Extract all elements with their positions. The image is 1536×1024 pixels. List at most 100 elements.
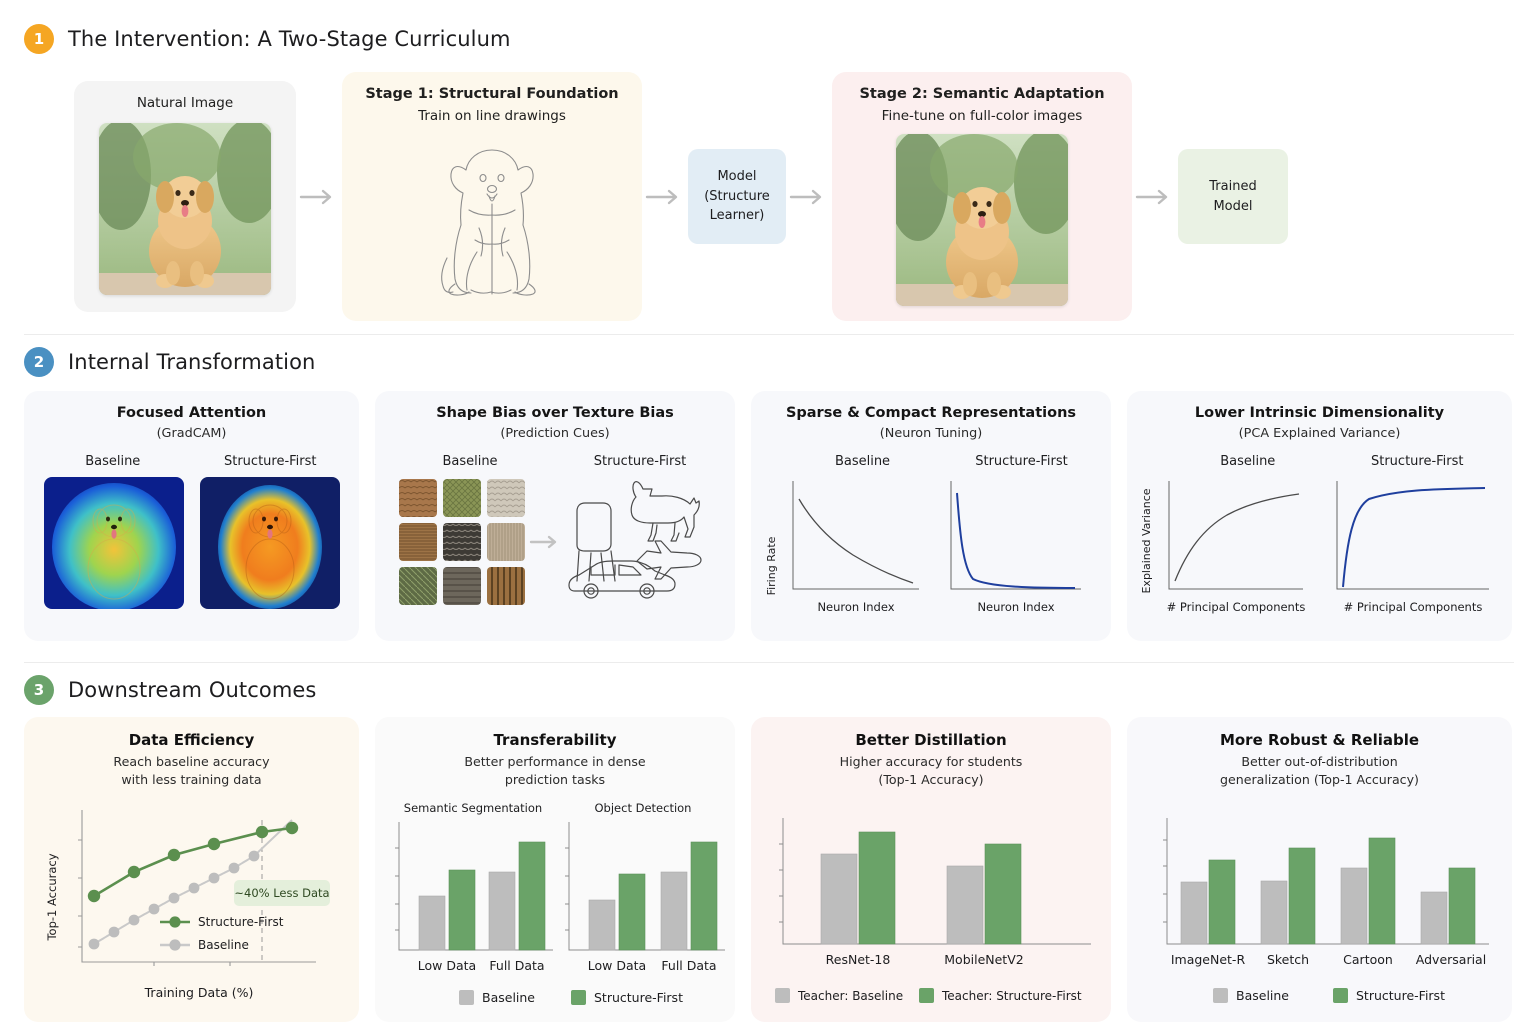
robust-cat-1: Sketch <box>1267 952 1309 967</box>
panel-d-ylabel: Explained Variance <box>1140 488 1153 593</box>
panel-d-right-label: Structure-First <box>1370 454 1464 469</box>
de-annotation-label: ~40% Less Data <box>234 886 329 900</box>
panel-transferability: Transferability Better performance in de… <box>375 717 735 1022</box>
tr-left-bars <box>418 841 546 950</box>
panel-d-xlabel-right: # Principal Components <box>1344 600 1483 614</box>
de-legend-label-0: Structure-First <box>198 915 284 929</box>
data-efficiency-title: Data Efficiency <box>128 731 255 749</box>
baseline-neuron-curve <box>798 498 914 584</box>
panel-c-right-label: Structure-First <box>975 454 1068 469</box>
robust-legend-1: Structure-First <box>1356 988 1445 1003</box>
natural-image-card: Natural Image <box>74 81 296 312</box>
robust-chart: ImageNet-R Sketch Cartoon Adversarial Ba… <box>1163 817 1489 1003</box>
outline-shapes <box>568 481 702 599</box>
tr-legend-1: Structure-First <box>594 990 683 1005</box>
panel-data-efficiency: Data Efficiency Reach baseline accuracy … <box>24 717 359 1022</box>
panel-d-xlabel-left: # Principal Components <box>1167 600 1306 614</box>
gradcam-images <box>34 477 349 609</box>
panel-more-robust: More Robust & Reliable Better out-of-dis… <box>1127 717 1512 1022</box>
tr-right-bars <box>588 841 718 950</box>
section-downstream-outcomes: 3 Downstream Outcomes Data Efficiency Re… <box>24 662 1514 1022</box>
stage-2-dog-photo <box>896 134 1068 306</box>
section-3-badge: 3 <box>24 675 54 705</box>
panel-a-labels: Baseline Structure-First <box>34 454 349 469</box>
section-1-title: The Intervention: A Two-Stage Curriculum <box>68 27 511 51</box>
section-intervention: 1 The Intervention: A Two-Stage Curricul… <box>24 24 1514 321</box>
trained-label-2: Model <box>1213 198 1253 214</box>
tr-sub-label-1: Object Detection <box>595 801 692 815</box>
texture-grid <box>399 479 525 605</box>
outcomes-row: Data Efficiency Reach baseline accuracy … <box>24 717 1514 1022</box>
trained-model-box: Trained Model <box>1178 149 1288 244</box>
arrow-1-icon <box>296 189 342 205</box>
dist-cat-1: MobileNetV2 <box>944 952 1023 967</box>
arrow-2-icon <box>642 189 688 205</box>
de-legend: Structure-First Baseline <box>160 915 284 952</box>
internal-panels-row: Focused Attention (GradCAM) Baseline Str… <box>24 391 1514 641</box>
robust-legend-0: Baseline <box>1236 988 1289 1003</box>
panel-intrinsic-dimensionality: Lower Intrinsic Dimensionality (PCA Expl… <box>1127 391 1512 641</box>
stage-2-card: Stage 2: Semantic Adaptation Fine-tune o… <box>832 72 1132 321</box>
section-2-badge: 2 <box>24 347 54 377</box>
stage-1-title: Stage 1: Structural Foundation <box>365 86 619 102</box>
robust-bars <box>1180 837 1476 944</box>
structurefirst-pca-curve <box>1342 487 1486 588</box>
tr-cat-1: Full Data <box>489 958 544 973</box>
robust-title: More Robust & Reliable <box>1219 731 1420 749</box>
panel-c-xlabel-right: Neuron Index <box>977 600 1054 614</box>
shape-bias-arrow-icon <box>525 535 567 549</box>
dist-legend-0: Teacher: Baseline <box>797 989 903 1003</box>
robust-subtitle: Better out-of-distribution generalizatio… <box>1220 754 1419 788</box>
panel-a-left-label: Baseline <box>85 454 141 469</box>
stage-1-subtitle: Train on line drawings <box>418 108 566 124</box>
dist-cat-0: ResNet-18 <box>826 952 891 967</box>
tr-sub-label-0: Semantic Segmentation <box>404 801 542 815</box>
panel-b-title: Shape Bias over Texture Bias <box>436 405 674 421</box>
pipeline-row: Natural Image <box>24 72 1514 321</box>
arrow-3-icon <box>786 189 832 205</box>
trained-label-1: Trained <box>1209 179 1257 194</box>
robust-cat-2: Cartoon <box>1343 952 1393 967</box>
section-2-title: Internal Transformation <box>68 350 316 374</box>
dog-photo-svg <box>99 123 271 295</box>
panel-a-subtitle: (GradCAM) <box>156 426 227 441</box>
transferability-chart: Semantic Segmentation Object Detection <box>395 801 725 1005</box>
dog-outline-shape <box>630 481 700 542</box>
section-1-header: 1 The Intervention: A Two-Stage Curricul… <box>24 24 1514 54</box>
shape-bias-content <box>385 477 725 607</box>
dist-bars <box>820 831 1022 944</box>
model-label-2: (Structure <box>704 188 770 204</box>
data-efficiency-chart: Top-1 Accuracy <box>45 809 330 1000</box>
robust-cat-3: Adversarial <box>1416 952 1486 967</box>
panel-b-right-label: Structure-First <box>593 454 687 469</box>
panel-b-subtitle: (Prediction Cues) <box>500 426 610 441</box>
panel-d-subtitle: (PCA Explained Variance) <box>1238 426 1401 441</box>
model-label-1: Model <box>717 169 757 185</box>
airplane-outline-shape <box>636 540 702 580</box>
line-dog-svg <box>441 149 536 296</box>
dist-legend: Teacher: Baseline Teacher: Structure-Fir… <box>775 987 1082 1003</box>
panel-c-subtitle: (Neuron Tuning) <box>879 426 983 441</box>
panel-d-left-label: Baseline <box>1220 454 1276 469</box>
panel-c-ylabel: Firing Rate <box>765 536 778 595</box>
gradcam-baseline-image <box>43 477 184 609</box>
gradcam-structurefirst-image <box>199 477 340 609</box>
dist-legend-1: Teacher: Structure-First <box>941 989 1082 1003</box>
section-internal-transformation: 2 Internal Transformation Focused Attent… <box>24 334 1514 641</box>
neuron-tuning-charts: Firing Rate Neuron Index Neuron Index <box>765 481 1081 614</box>
tr-cat-2: Low Data <box>588 958 646 973</box>
de-structurefirst-markers <box>87 821 299 902</box>
natural-dog-photo <box>99 123 271 295</box>
panel-d-title: Lower Intrinsic Dimensionality <box>1194 405 1445 421</box>
de-ylabel: Top-1 Accuracy <box>45 853 59 941</box>
panel-c-title: Sparse & Compact Representations <box>785 405 1077 421</box>
panel-c-left-label: Baseline <box>834 454 891 469</box>
divider-1 <box>24 334 1514 335</box>
section-3-title: Downstream Outcomes <box>68 678 317 702</box>
stage-2-subtitle: Fine-tune on full-color images <box>881 108 1083 124</box>
stage-2-title: Stage 2: Semantic Adaptation <box>859 86 1105 102</box>
de-xlabel: Training Data (%) <box>144 985 254 1000</box>
natural-image-label: Natural Image <box>136 95 234 111</box>
section-1-badge: 1 <box>24 24 54 54</box>
